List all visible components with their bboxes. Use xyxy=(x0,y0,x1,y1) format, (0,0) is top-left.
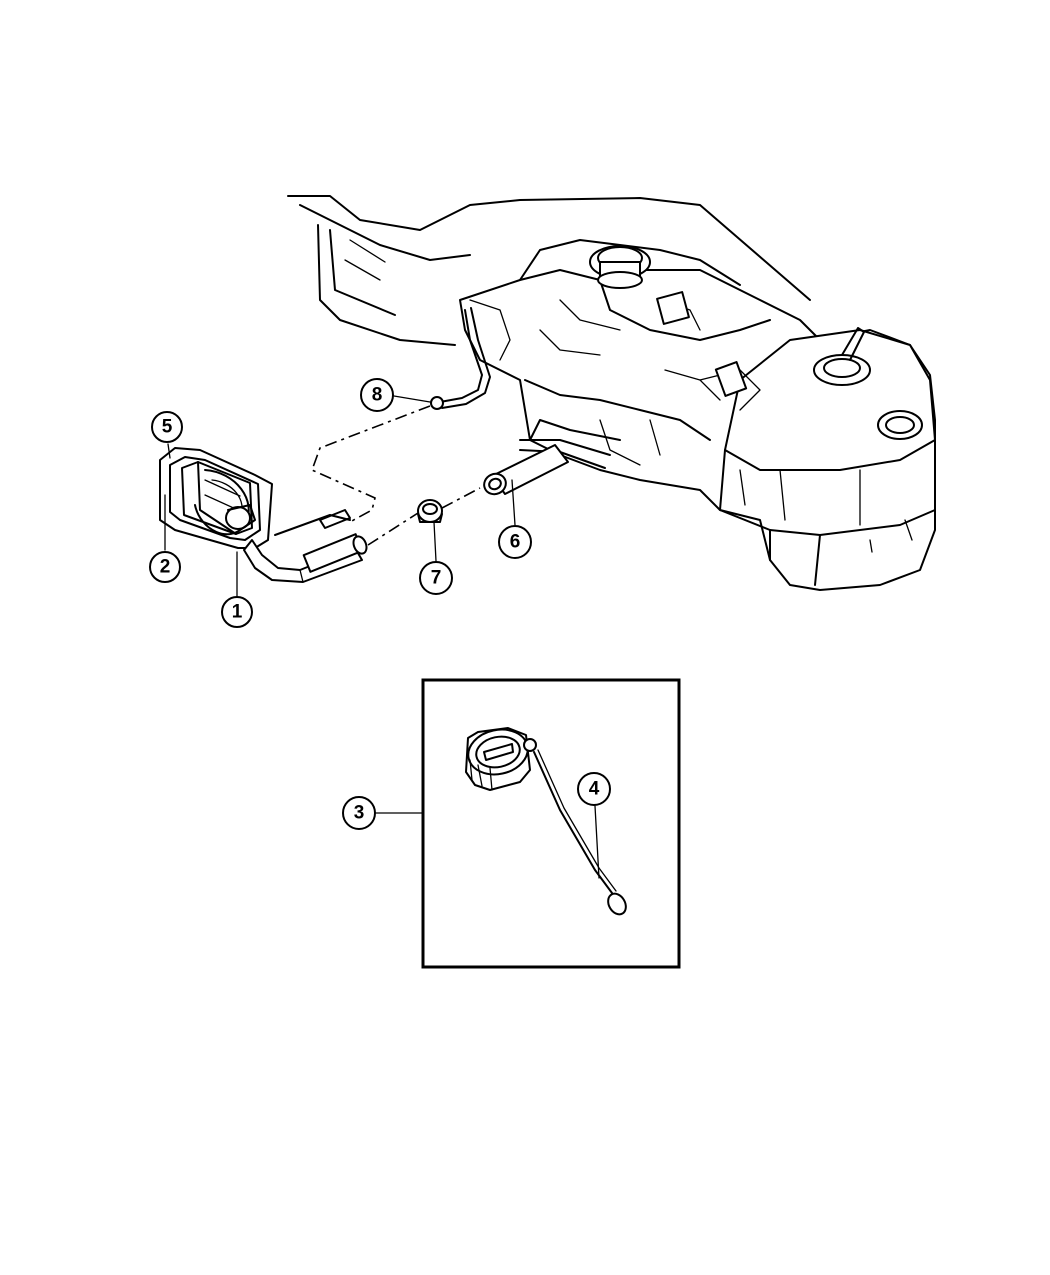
callout-7: 7 xyxy=(419,561,453,595)
callout-1: 1 xyxy=(221,596,253,628)
vent-path-dashline xyxy=(310,405,431,523)
filler-tube-6 xyxy=(483,444,569,496)
clamp-path-dashline xyxy=(367,512,419,546)
callout-6-label: 6 xyxy=(510,532,521,553)
callout-4: 4 xyxy=(577,772,611,806)
callout-1-label: 1 xyxy=(232,602,243,623)
callout-5: 5 xyxy=(151,411,183,443)
callout-3-label: 3 xyxy=(354,803,365,824)
hose-clamp-7 xyxy=(417,499,443,523)
callout-2: 2 xyxy=(149,551,181,583)
callout-5-label: 5 xyxy=(162,417,173,438)
vent-line xyxy=(430,307,491,410)
callout-2-label: 2 xyxy=(160,557,171,578)
tube-path-dashline xyxy=(441,487,481,509)
fuel-tank xyxy=(287,195,936,591)
callout-6: 6 xyxy=(498,525,532,559)
callout-3: 3 xyxy=(342,796,376,830)
fuel-cap-inset xyxy=(421,678,681,969)
leader-lines xyxy=(164,395,600,879)
filler-housing xyxy=(159,447,368,583)
callout-4-label: 4 xyxy=(589,779,600,800)
callout-8-label: 8 xyxy=(372,385,383,406)
callout-8: 8 xyxy=(360,378,394,412)
callout-7-label: 7 xyxy=(431,568,442,589)
